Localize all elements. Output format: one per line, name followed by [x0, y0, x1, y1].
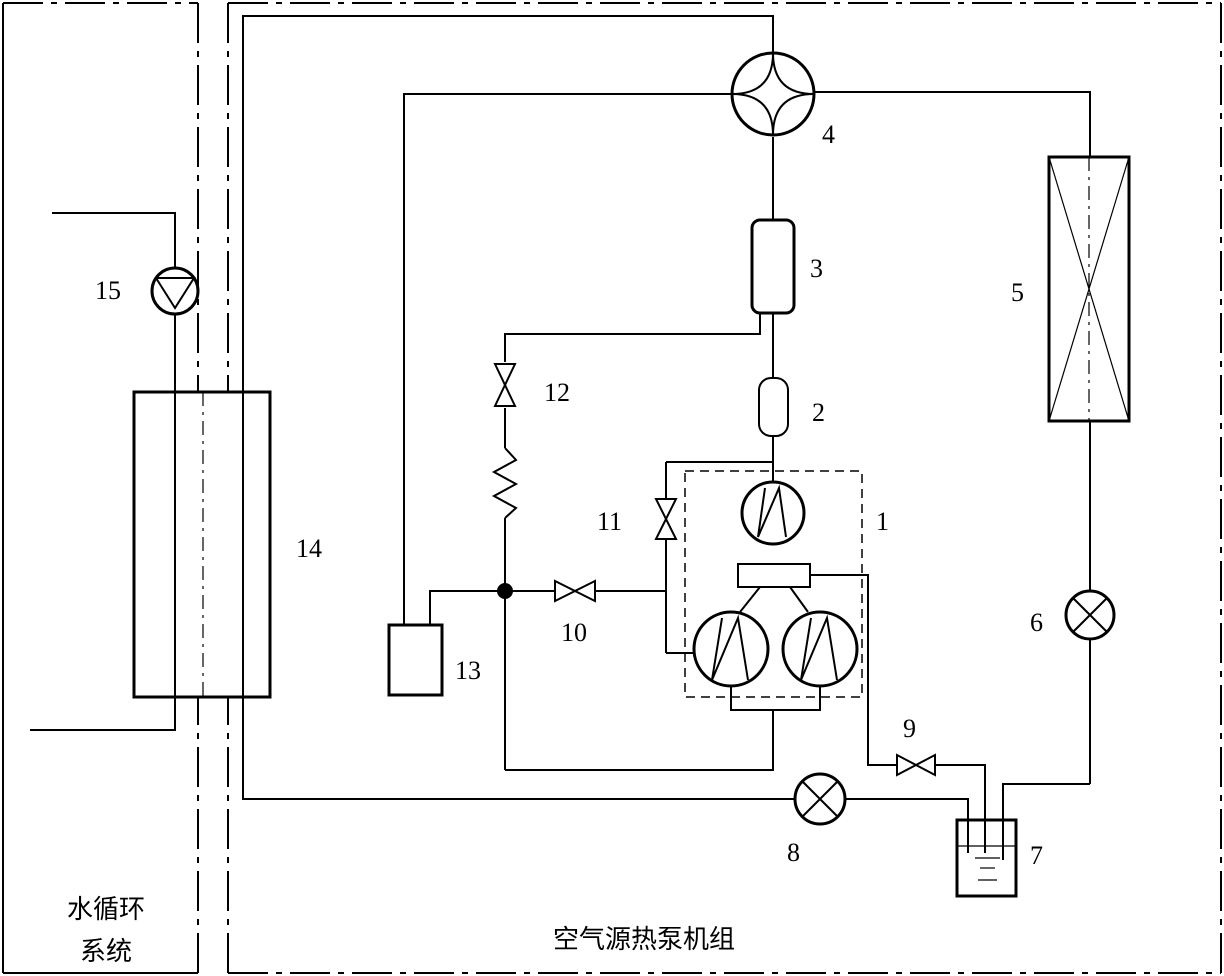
expansion-valve-8: [793, 772, 847, 826]
label-7: 7: [1030, 841, 1043, 870]
junction-point: [497, 583, 513, 599]
outdoor-heat-exchanger: [1047, 155, 1131, 423]
label-13: 13: [455, 656, 481, 685]
refrigerant-piping: [242, 15, 1091, 820]
compressor-unit: [692, 480, 859, 688]
accumulator: [387, 623, 444, 697]
valve-10: [554, 579, 596, 603]
label-14: 14: [296, 534, 322, 563]
liquid-receiver: [955, 818, 1018, 898]
label-3: 3: [810, 254, 823, 283]
water-system-label-line1: 水循环: [67, 895, 145, 925]
four-way-valve: [730, 51, 816, 137]
label-8: 8: [787, 838, 800, 867]
heat-pump-unit-label: 空气源热泵机组: [553, 925, 735, 955]
label-12: 12: [544, 378, 570, 407]
water-system-label-line2: 系统: [80, 937, 132, 967]
plate-heat-exchanger: [132, 390, 272, 699]
valve-9: [896, 753, 936, 777]
label-9: 9: [903, 714, 916, 743]
label-5: 5: [1011, 278, 1024, 307]
heat-pump-unit-boundary: [227, 2, 1222, 974]
oil-separator: [750, 218, 796, 315]
water-pump: [150, 266, 200, 316]
label-15: 15: [95, 276, 121, 305]
compressor-module-box: [684, 470, 863, 698]
water-pipes: [30, 212, 176, 731]
label-2: 2: [812, 398, 825, 427]
valve-11: [654, 498, 678, 540]
filter-drier: [758, 377, 789, 437]
label-4: 4: [822, 120, 835, 149]
label-11: 11: [597, 507, 622, 536]
expansion-valve-6: [1064, 589, 1116, 641]
label-1: 1: [876, 507, 889, 536]
label-6: 6: [1030, 608, 1043, 637]
valve-12: [493, 363, 517, 407]
label-10: 10: [561, 618, 587, 647]
